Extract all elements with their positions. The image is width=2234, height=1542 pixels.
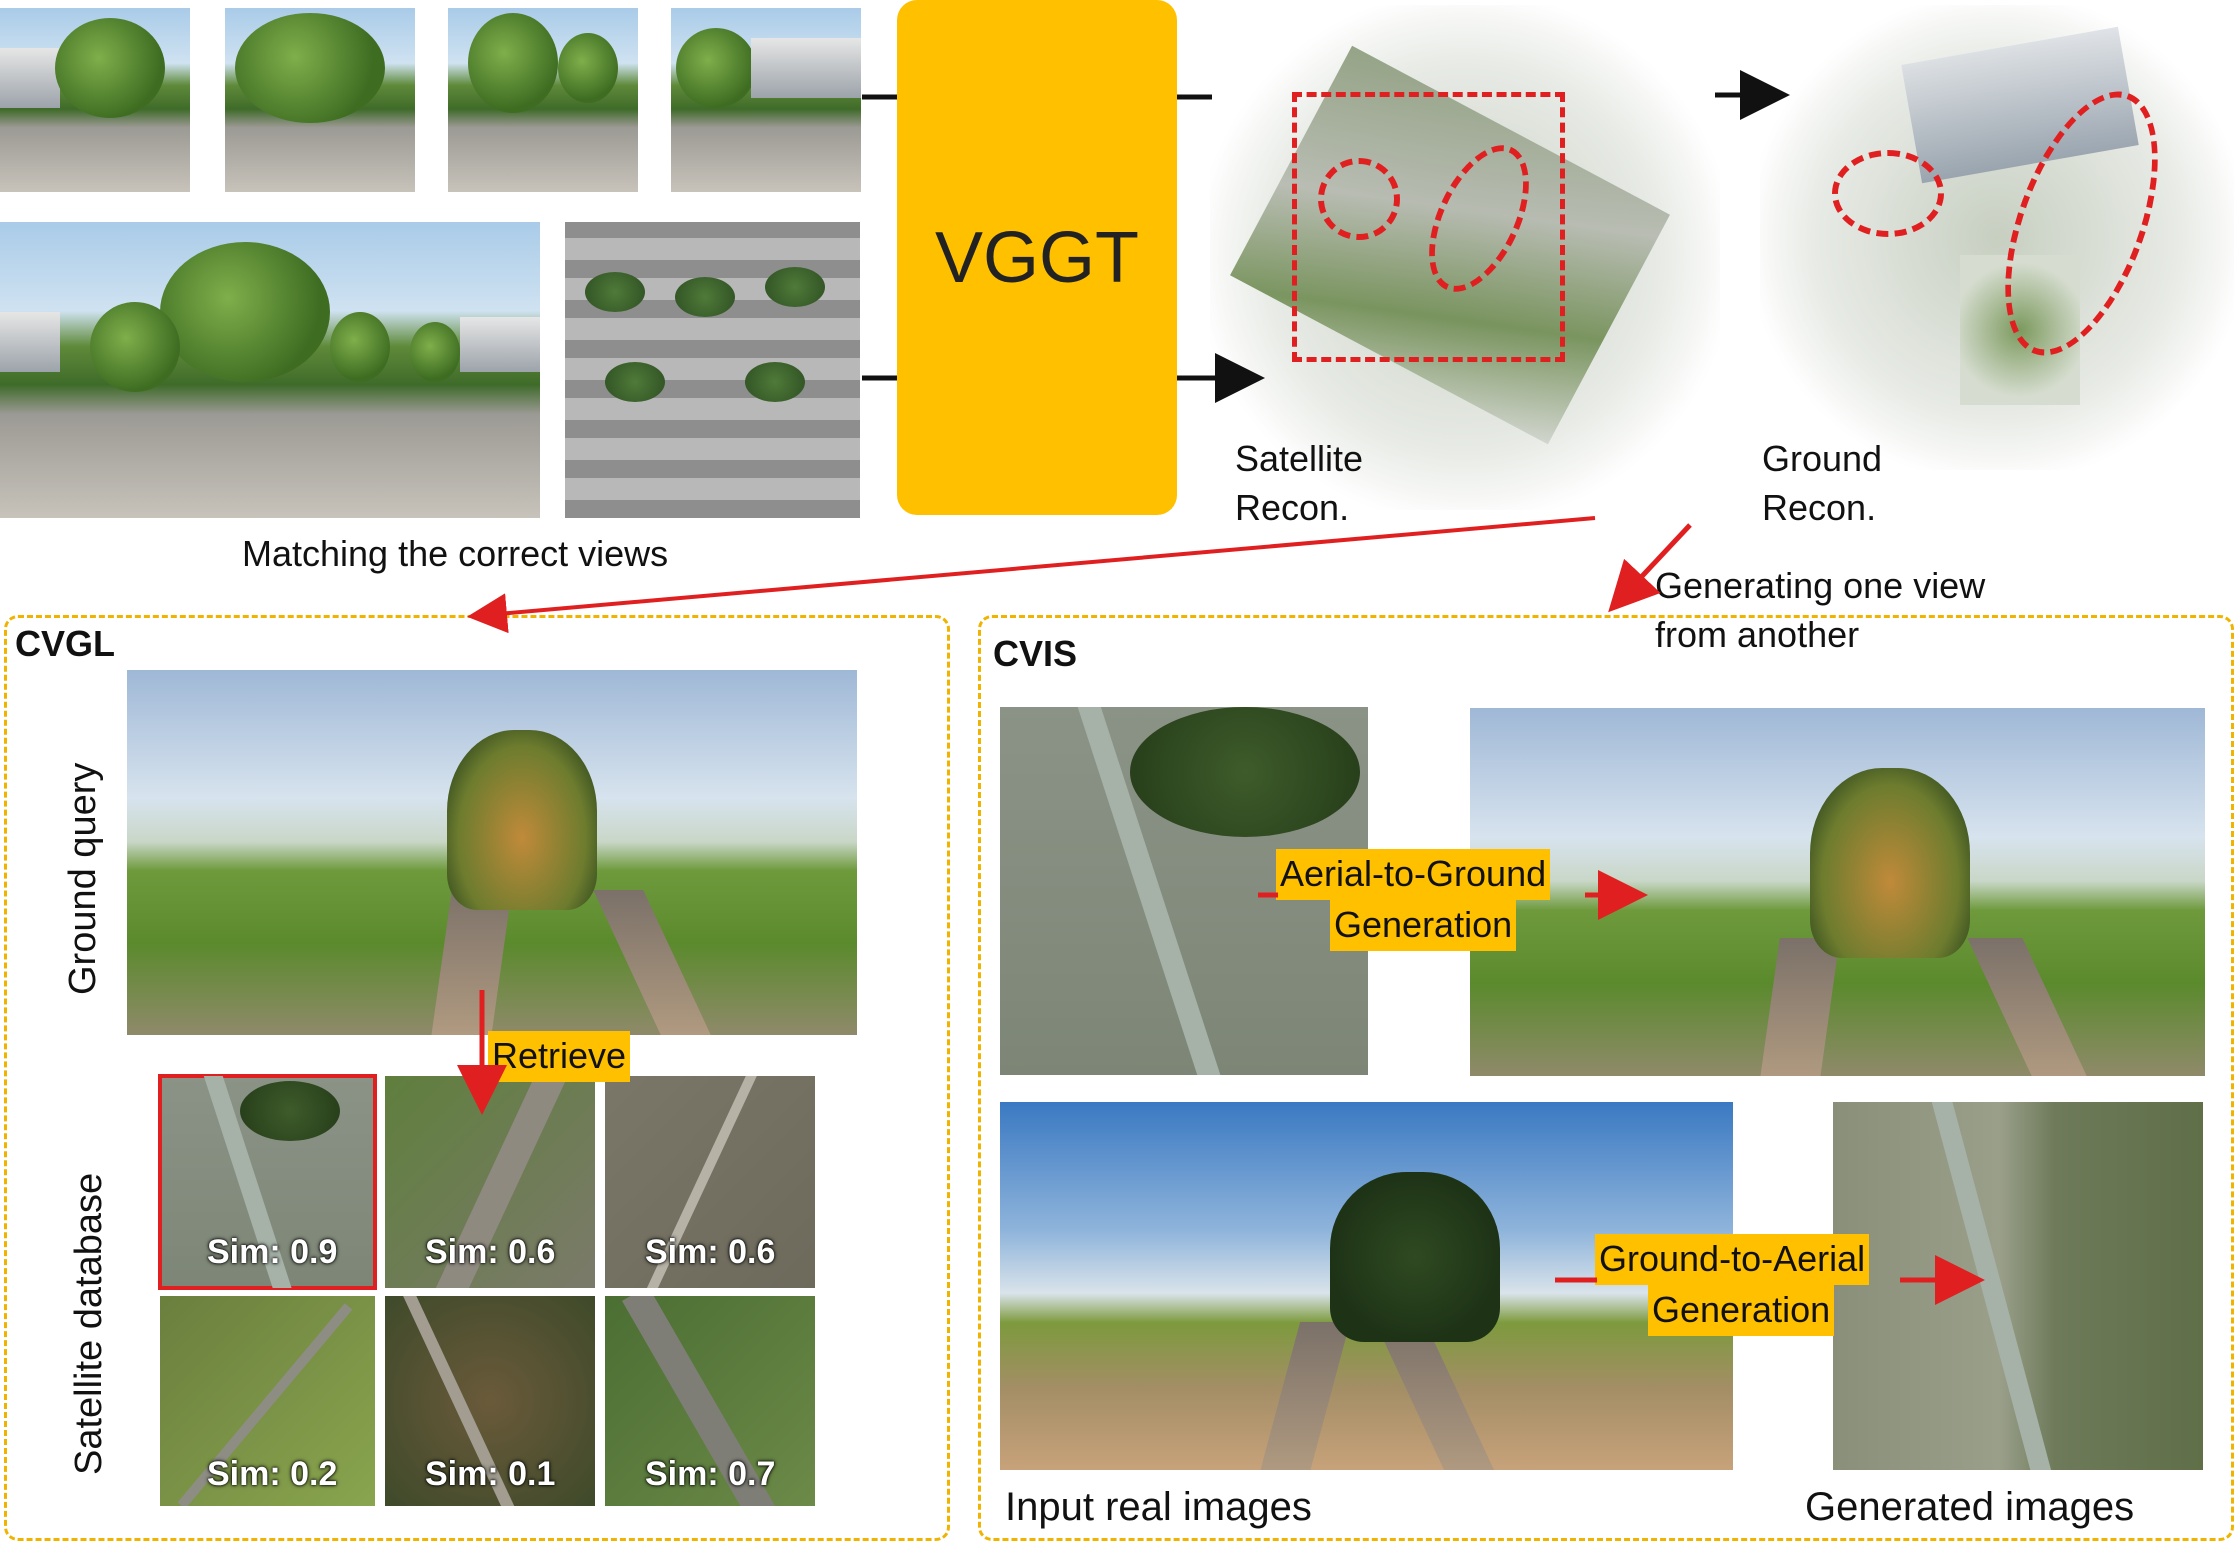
arrow-to-cvgl [475, 518, 1595, 616]
arrow-to-cvis [1615, 525, 1690, 605]
